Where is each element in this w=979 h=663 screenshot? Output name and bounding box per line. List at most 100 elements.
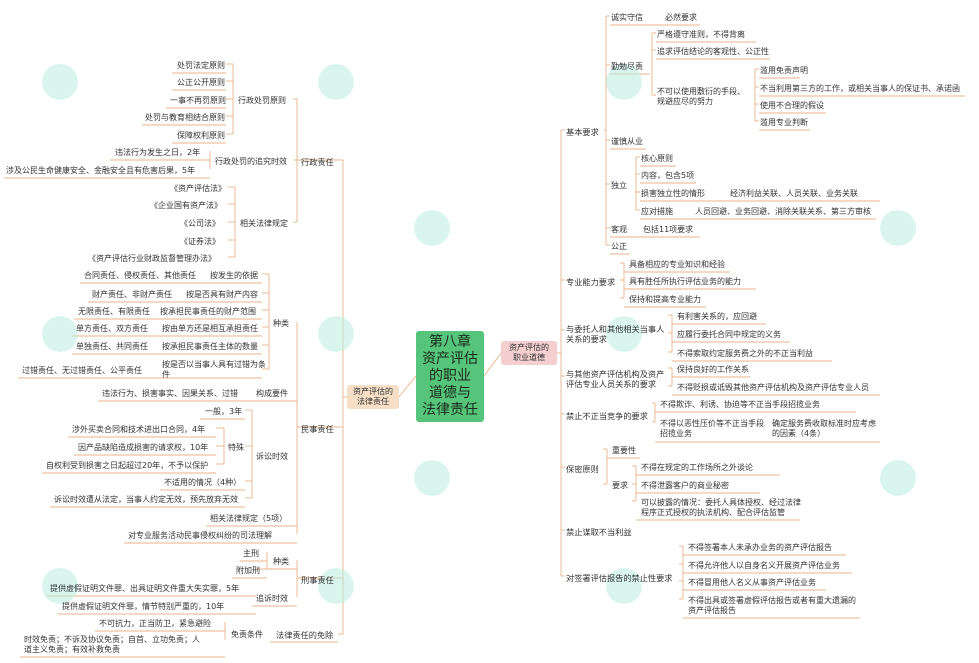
node-objective-item[interactable]: 包括11项要求 (643, 225, 694, 234)
node-law[interactable]: 《证券法》 (180, 237, 220, 246)
node-competence-item[interactable]: 保持和提高专业能力 (629, 295, 701, 304)
node-type-a[interactable]: 单独责任、共同责任 (76, 342, 148, 351)
node-indep[interactable]: 独立 (611, 181, 627, 190)
node-type-b[interactable]: 按承担民事责任主体的数量 (162, 342, 258, 351)
node-civil[interactable]: 民事责任 (301, 424, 334, 434)
node-special-item[interactable]: 涉外买卖合同和技术进出口合同，4年 (72, 425, 206, 434)
node-ctype[interactable]: 附加刑 (236, 566, 260, 575)
node-secret-item[interactable]: 不得在规定的工作场所之外谈论 (641, 463, 753, 472)
node-special-item[interactable]: 因产品缺陷造成损害的请求权，10年 (78, 443, 209, 452)
node-honest[interactable]: 诚实守信 (611, 13, 643, 22)
node-admin-principles[interactable]: 行政处罚原则 (238, 96, 286, 105)
node-org-item[interactable]: 保持良好的工作关系 (677, 365, 749, 374)
node-special-item[interactable]: 自权利受到损害之日起超过20年，不予以保护 (46, 461, 209, 470)
node-admin-limit[interactable]: 行政处罚的追究时效 (215, 157, 287, 166)
node-type-a[interactable]: 合同责任、侵权责任、其他责任 (84, 271, 196, 280)
node-basic[interactable]: 基本要求 (566, 127, 599, 137)
node-exempt-item[interactable]: 时效免责；不诉及协议免责；自首、立功免责；人道主义免责；有效补救免责 (24, 635, 200, 654)
branch-legal-liability[interactable]: 资产评估的 法律责任 (347, 385, 399, 409)
node-compete-item[interactable]: 不得以恶性压价等不正当手段招揽业务 (660, 419, 764, 438)
node-limit[interactable]: 涉及公民生命健康安全、金融安全且有危害后果，5年 (6, 166, 196, 175)
node-compete-item[interactable]: 不得欺诈、利诱、协迫等不正当手段招揽业务 (660, 400, 820, 409)
node-limit[interactable]: 诉讼时效遭从法定，当事人约定无效，预先放弃无效 (54, 495, 238, 504)
node-org-item[interactable]: 不得贬损或诋毁其他资产评估机构及资产评估专业人员 (677, 383, 869, 392)
node-principle[interactable]: 处罚法定原则 (177, 61, 225, 70)
node-report-item[interactable]: 不得冒用他人名义从事资产评估业务 (688, 578, 816, 587)
node-competence-item[interactable]: 具备相应的专业知识和经验 (629, 260, 725, 269)
node-c-limit[interactable]: 追诉时效 (256, 594, 288, 603)
node-competence[interactable]: 专业能力要求 (566, 277, 616, 287)
node-prudent[interactable]: 谨慎从业 (611, 137, 643, 146)
node-must[interactable]: 必然要求 (665, 13, 697, 22)
node-evasion[interactable]: 使用不合理的假设 (760, 101, 824, 110)
node-type-a[interactable]: 无限责任、有限责任 (78, 307, 150, 316)
node-evasion[interactable]: 不当利用第三方的工作，或相关当事人的保证书、承诺函 (760, 84, 960, 93)
node-law[interactable]: 《公司法》 (180, 219, 220, 228)
node-secret-item[interactable]: 不得泄露客户的商业秘密 (641, 481, 729, 490)
node-indep-item[interactable]: 应对措施 (641, 207, 673, 216)
node-types[interactable]: 种类 (273, 319, 289, 328)
node-type-a[interactable]: 过错责任、无过错责任、公平责任 (22, 366, 142, 375)
node-c-limit-item[interactable]: 提供虚假证明文件罪，情节特别严重的，10年 (62, 602, 225, 611)
node-principle[interactable]: 处罚与教育相结合原则 (145, 113, 225, 122)
node-elements[interactable]: 构成要件 (256, 389, 288, 398)
node-ctype[interactable]: 主刑 (243, 549, 259, 558)
node-client-item[interactable]: 不得索取约定服务费之外的不正当利益 (677, 349, 813, 358)
node-indep-detail[interactable]: 人员回避、业务回避、消除关联关系、第三方审核 (695, 207, 871, 216)
node-c-limit-item[interactable]: 提供虚假证明文件罪、出具证明文件重大失实罪，5年 (50, 584, 240, 593)
node-limit[interactable]: 不适用的情况（4种） (164, 478, 242, 487)
node-indep-item[interactable]: 内容，包含5项 (641, 171, 695, 180)
node-admin[interactable]: 行政责任 (301, 157, 334, 167)
node-type-a[interactable]: 单方责任、双方责任 (76, 324, 148, 333)
node-secret-item[interactable]: 可以披露的情况：委托人具体授权、经过法律程序正式授权的执法机构、配合评估监管 (641, 498, 801, 517)
node-type-b[interactable]: 按由单方还是相互承担责任 (162, 324, 258, 333)
node-criminal[interactable]: 刑事责任 (301, 575, 334, 585)
node-secret[interactable]: 保密原则 (566, 464, 599, 474)
node-report-item[interactable]: 不得签署本人未承办业务的资产评估报告 (688, 543, 832, 552)
node-type-b[interactable]: 按承担民事责任的财产范围 (160, 307, 256, 316)
node-indep-item[interactable]: 核心原则 (641, 154, 673, 163)
node-client-item[interactable]: 有利害关系的，应回避 (677, 312, 757, 321)
node-report[interactable]: 对签署评估报告的禁止性要求 (566, 573, 673, 583)
node-fair[interactable]: 公正 (611, 242, 627, 251)
node-objective[interactable]: 客观 (611, 225, 627, 234)
node-special[interactable]: 特殊 (228, 443, 244, 452)
node-law[interactable]: 《资产评估法》 (170, 184, 226, 193)
node-compete[interactable]: 禁止不正当竞争的要求 (566, 411, 648, 421)
node-indep-detail[interactable]: 经济利益关联、人员关联、业务关联 (730, 189, 858, 198)
node-principle[interactable]: 一事不再罚原则 (170, 96, 226, 105)
node-exempt-cond[interactable]: 免责条件 (231, 630, 263, 639)
node-limit[interactable]: 一般，3年 (205, 407, 243, 416)
node-type-b[interactable]: 按是否具有财产内容 (186, 290, 258, 299)
node-diligent[interactable]: 勤勉尽责 (611, 62, 643, 71)
node-compete-detail[interactable]: 确定服务费收取标准时应考虑的因素（4条） (772, 419, 876, 438)
node-diligent-item[interactable]: 严格遵守准则，不得背离 (657, 30, 745, 39)
node-gain[interactable]: 禁止谋取不当利益 (566, 527, 632, 537)
node-type-b[interactable]: 按是否以当事人具有过错为条件 (162, 360, 266, 379)
node-type-a[interactable]: 财产责任、非财产责任 (92, 290, 172, 299)
node-limit[interactable]: 违法行为发生之日，2年 (115, 148, 201, 157)
node-secret-importance[interactable]: 重要性 (612, 446, 636, 455)
node-client[interactable]: 与委托人和其他相关当事人关系的要求 (566, 324, 665, 344)
node-evasion[interactable]: 滥用免责声明 (760, 66, 808, 75)
node-exempt-item[interactable]: 不可抗力，正当防卫，紧急避险 (99, 619, 211, 628)
node-client-item[interactable]: 应履行委托合同中规定的义务 (677, 330, 781, 339)
node-civil-laws[interactable]: 相关法律规定（5项） (210, 514, 288, 523)
node-exempt[interactable]: 法律责任的免除 (276, 630, 334, 640)
node-civil-limit[interactable]: 诉讼时效 (256, 452, 288, 461)
node-laws[interactable]: 相关法律规定 (240, 219, 288, 228)
node-judicial[interactable]: 对专业服务活动民事侵权纠纷的司法理解 (128, 531, 272, 540)
node-principle[interactable]: 保障权利原则 (177, 131, 225, 140)
node-element[interactable]: 违法行为、损害事实、因果关系、过错 (102, 389, 238, 398)
node-evasion[interactable]: 滥用专业判断 (760, 118, 808, 127)
node-secret-req[interactable]: 要求 (612, 481, 628, 490)
node-report-item[interactable]: 不得允许他人以自身名义开展资产评估业务 (688, 561, 840, 570)
node-diligent-item[interactable]: 追求评估结论的客观性、公正性 (657, 47, 769, 56)
node-ctypes[interactable]: 种类 (273, 557, 289, 566)
node-indep-item[interactable]: 损害独立性的情形 (641, 189, 705, 198)
branch-professional-ethics[interactable]: 资产评估的 职业道德 (501, 341, 557, 365)
node-competence-item[interactable]: 具有胜任所执行评估业务的能力 (629, 277, 741, 286)
node-type-b[interactable]: 按发生的依据 (210, 271, 258, 280)
node-principle[interactable]: 公正公开原则 (177, 78, 225, 87)
node-law[interactable]: 《企业国有资产法》 (150, 201, 222, 210)
